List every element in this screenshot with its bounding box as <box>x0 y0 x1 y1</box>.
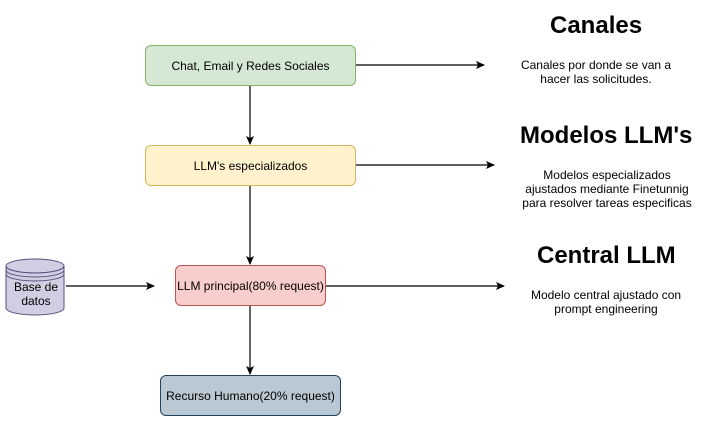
channels-heading: Canales <box>550 12 643 39</box>
channels-node[interactable]: Chat, Email y Redes Sociales <box>145 45 356 86</box>
main-llm-node-label: LLM principal(80% request) <box>177 278 324 293</box>
channels-node-label: Chat, Email y Redes Sociales <box>171 58 330 73</box>
human-resource-node[interactable]: Recurso Humano(20% request) <box>160 375 341 416</box>
main-llm-node[interactable]: LLM principal(80% request) <box>175 265 326 306</box>
central-llm-description: Modelo central ajustado con prompt engin… <box>530 288 682 316</box>
specialized-llms-node-label: LLM's especializados <box>193 158 308 173</box>
database-icon <box>5 258 65 316</box>
channels-description: Canales por donde se van a hacer las sol… <box>520 58 672 86</box>
specialized-llms-node[interactable]: LLM's especializados <box>145 145 356 186</box>
llm-models-heading: Modelos LLM's <box>520 122 693 149</box>
human-resource-node-label: Recurso Humano(20% request) <box>166 388 335 403</box>
llm-models-description: Modelos especializados ajustados mediant… <box>522 168 692 210</box>
central-llm-heading: Central LLM <box>537 242 676 269</box>
database-label: Base de datos <box>13 280 59 308</box>
